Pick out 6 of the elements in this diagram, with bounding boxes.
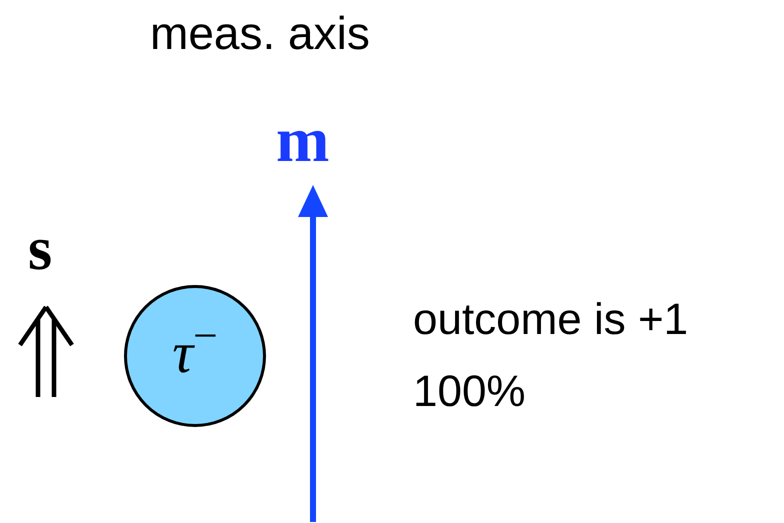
particle-label: τ$^{−}$ xyxy=(172,324,218,382)
axis-title: meas. axis xyxy=(150,10,370,56)
outcome-text: outcome is +1 xyxy=(413,298,688,342)
spin-symbol: s xyxy=(28,218,52,280)
axis-symbol: m xyxy=(276,108,330,172)
probability-text: 100% xyxy=(413,370,526,414)
